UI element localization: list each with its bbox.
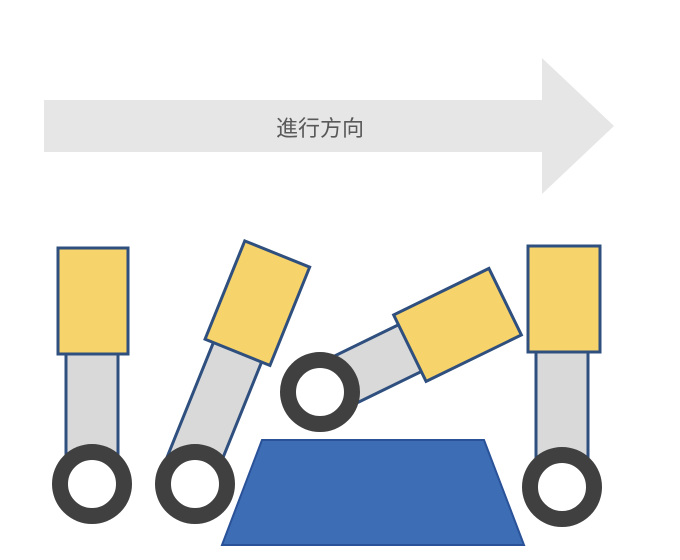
leg-actuator-body — [391, 266, 524, 384]
right-arrow-icon — [44, 58, 614, 194]
leg-actuator-body — [526, 244, 602, 354]
wheel-icon — [522, 447, 602, 527]
direction-label: 進行方向 — [276, 117, 364, 142]
wheel-icon — [280, 352, 360, 432]
leg-actuator-body — [203, 238, 312, 368]
wheel-icon — [155, 444, 235, 524]
leg-actuator-body — [56, 246, 130, 356]
obstacle-block — [220, 439, 526, 546]
wheel-icon — [52, 444, 132, 524]
robot-leg-4 — [522, 244, 602, 527]
robot-leg-1 — [52, 246, 132, 524]
direction-arrow: 進行方向 — [44, 58, 614, 194]
